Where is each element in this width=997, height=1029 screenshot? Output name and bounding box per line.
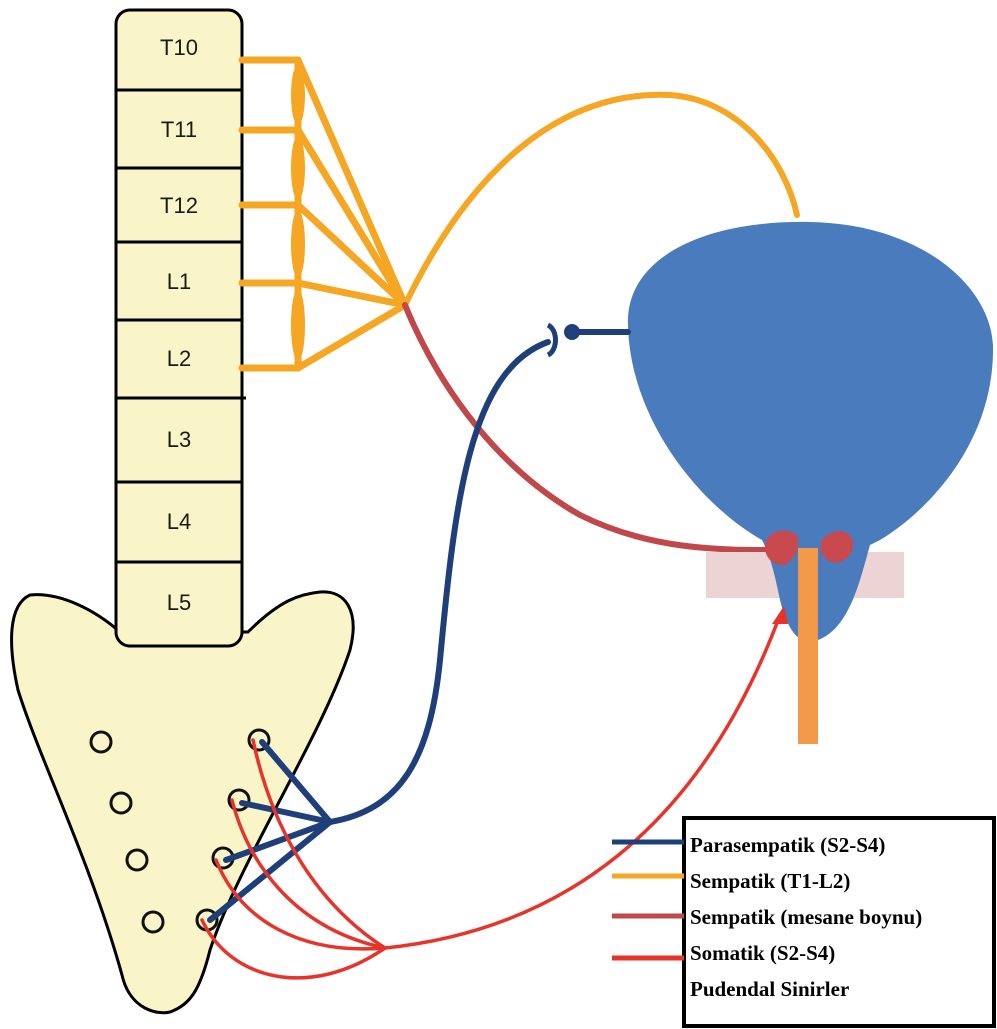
legend-label-pudendal: Pudendal Sinirler bbox=[690, 977, 849, 1001]
pelvic-splanchnic-nerve bbox=[330, 342, 548, 822]
vertebra-label-t10: T10 bbox=[160, 35, 198, 60]
vertebra-label-t11: T11 bbox=[161, 117, 197, 142]
legend: Parasempatik (S2-S4) Sempatik (T1-L2) Se… bbox=[612, 818, 994, 1026]
vertebra-label-t12: T12 bbox=[160, 193, 198, 218]
spinal-column: T10 T11 T12 L1 L2 L3 L4 L5 bbox=[116, 10, 246, 646]
sympathetic-ganglion bbox=[291, 65, 305, 125]
vertebra-label-l3: L3 bbox=[167, 427, 191, 452]
vertebra-label-l5: L5 bbox=[167, 590, 191, 615]
vertebra-label-l1: L1 bbox=[167, 269, 191, 294]
legend-label-sympathetic: Sempatik (T1-L2) bbox=[690, 869, 850, 893]
vertebra-label-l4: L4 bbox=[167, 509, 191, 534]
sympathetic-branch bbox=[298, 60, 405, 305]
parasympathetic-synapse bbox=[548, 324, 580, 355]
sympathetic-ganglion bbox=[291, 136, 305, 200]
legend-label-sympathetic-neck: Sempatik (mesane boynu) bbox=[690, 905, 922, 929]
legend-label-parasympathetic: Parasempatik (S2-S4) bbox=[690, 833, 885, 857]
sympathetic-chain bbox=[242, 60, 405, 368]
sympathetic-ganglion bbox=[291, 289, 305, 361]
sympathetic-ganglion bbox=[291, 210, 305, 278]
urethra bbox=[798, 548, 818, 744]
vertebral-column-outline bbox=[116, 10, 242, 646]
sympathetic-branch bbox=[298, 305, 405, 368]
sacrum bbox=[12, 592, 354, 1013]
vertebra-label-l2: L2 bbox=[167, 346, 191, 371]
legend-label-somatic: Somatik (S2-S4) bbox=[690, 941, 835, 965]
